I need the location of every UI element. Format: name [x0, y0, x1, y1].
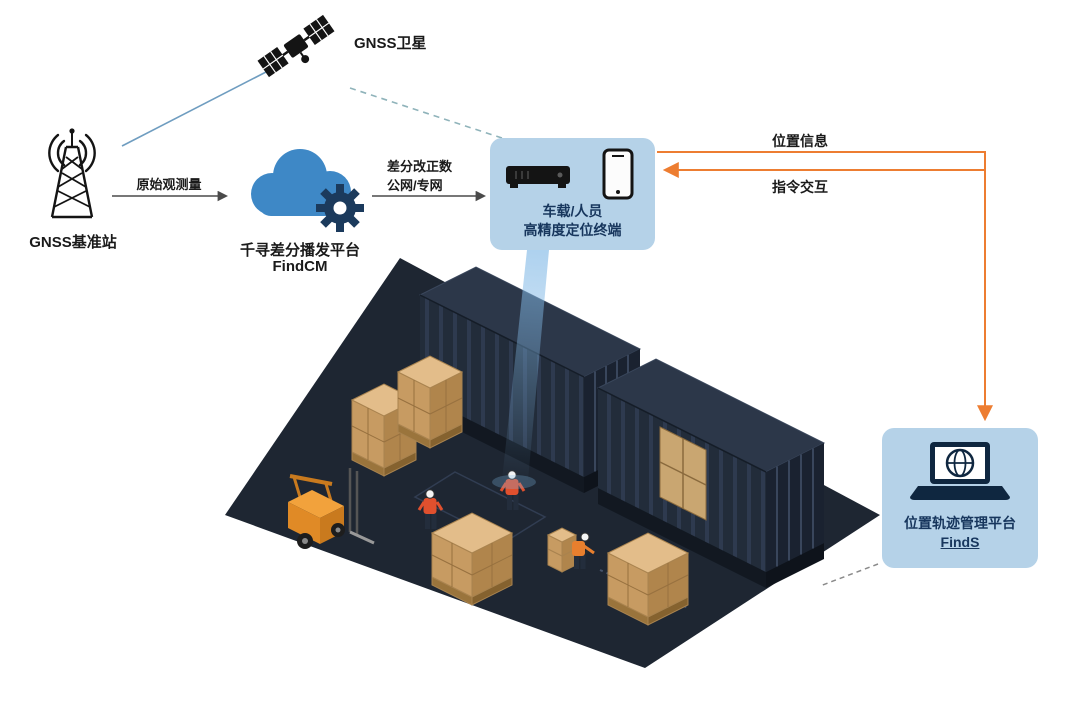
- worker-figure: [572, 532, 595, 569]
- positioning-beam: [502, 250, 549, 480]
- gear-icon: [316, 184, 364, 232]
- satellite-icon: [257, 14, 335, 78]
- link-label-command-interaction: 指令交互: [772, 179, 828, 195]
- terminal-icons: [505, 148, 633, 200]
- link-label-raw-observation: 原始观测量: [136, 177, 202, 192]
- cloud-platform-subtitle: FindCM: [272, 258, 328, 275]
- cloud-platform-title: 千寻差分播发平台: [239, 242, 360, 259]
- platform-title: 位置轨迹管理平台: [904, 515, 1016, 531]
- warehouse-scene-illustration: [225, 250, 880, 668]
- shipping-container-2: [596, 358, 826, 572]
- terminal-panel: 车载/人员 高精度定位终端: [490, 138, 655, 250]
- link-label-correction-line1: 差分改正数: [387, 159, 453, 174]
- smartphone-icon: [602, 148, 633, 200]
- worker-figure: [417, 489, 444, 529]
- receiver-icon: [505, 166, 570, 188]
- cloud-gear-icon: [251, 149, 364, 232]
- link-label-correction-line2: 公网/专网: [387, 178, 443, 193]
- pallet-stack: [430, 512, 514, 606]
- pallet-stack: [606, 532, 690, 626]
- arrow-terminal-to-platform: [657, 151, 993, 422]
- container-open-cargo: [659, 426, 707, 521]
- management-platform-panel: 位置轨迹管理平台 FindS: [882, 428, 1038, 568]
- link-label-position-info: 位置信息: [772, 133, 828, 149]
- radio-tower-icon: [48, 128, 96, 219]
- forklift-icon: [288, 468, 375, 549]
- terminal-label-line1: 车载/人员: [542, 203, 603, 219]
- link-satellite-to-terminal-dashed: [349, 87, 509, 141]
- pallet-jack-boxes: [546, 527, 589, 573]
- beam-ground-glow: [492, 475, 536, 489]
- laptop-globe-icon: [910, 442, 1010, 500]
- satellite-label: GNSS卫星: [354, 35, 427, 52]
- link-platform-to-scene-dashed: [819, 563, 879, 587]
- platform-subtitle: FindS: [940, 534, 980, 550]
- terminal-label-line2: 高精度定位终端: [523, 222, 622, 238]
- link-base-to-satellite: [121, 71, 267, 147]
- base-station-label: GNSS基准站: [29, 234, 117, 251]
- pallet-stack: [396, 355, 464, 449]
